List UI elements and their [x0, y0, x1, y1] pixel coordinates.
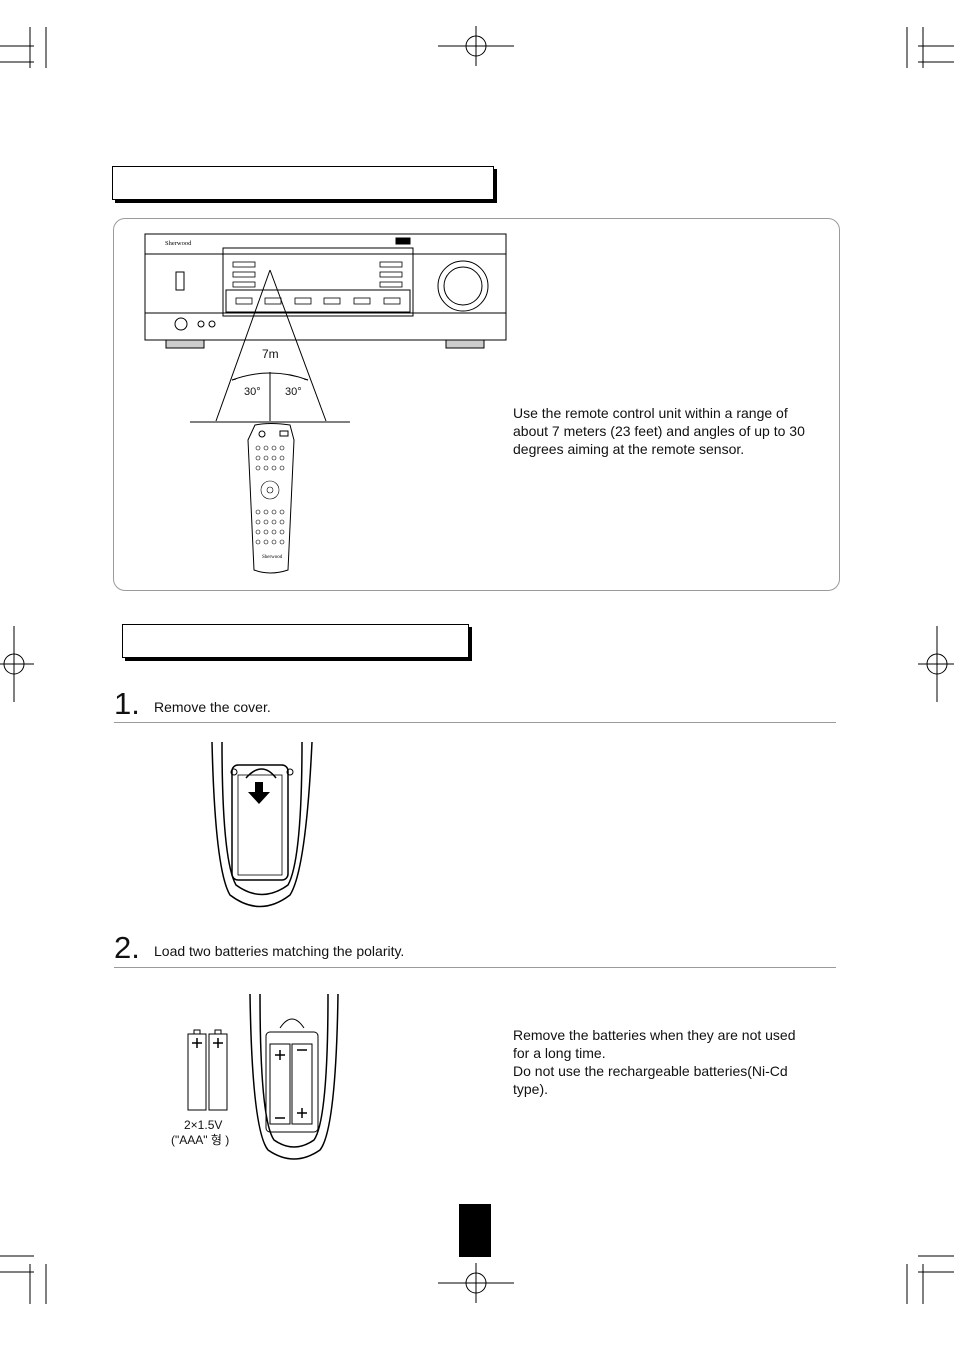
range-distance-label: 7m	[262, 347, 279, 361]
step-2-number: 2.	[114, 930, 140, 965]
battery-note-1: Remove the batteries when they are not u…	[513, 1027, 796, 1061]
range-note: Use the remote control unit within a ran…	[513, 405, 805, 457]
page-tab-block	[459, 1204, 491, 1257]
battery-spec-line1: 2×1.5V	[184, 1118, 223, 1132]
slide-arrow-icon	[248, 782, 270, 804]
remote-control-illustration: Sherwood	[247, 423, 295, 574]
step-1-number: 1.	[114, 686, 140, 721]
operating-range-panel	[113, 218, 840, 591]
receiver-illustration: Sherwood	[144, 233, 507, 423]
step-2-text: Load two batteries matching the polarity…	[154, 943, 405, 959]
section-heading-box-1	[112, 166, 494, 200]
angle-left-label: 30°	[244, 386, 261, 398]
battery-spec-line2: ("AAA" 형 )	[171, 1133, 230, 1147]
remove-cover-illustration	[211, 741, 313, 908]
step-1-text: Remove the cover.	[154, 699, 271, 715]
battery-illustration	[187, 993, 339, 1160]
battery-note-2: Do not use the rechargeable batteries(Ni…	[513, 1063, 788, 1097]
remote-brand: Sherwood	[262, 555, 283, 560]
section-heading-box-2	[122, 624, 469, 658]
receiver-brand: Sherwood	[165, 240, 192, 247]
angle-right-label: 30°	[285, 386, 302, 398]
step-1-rule	[114, 722, 836, 723]
step-2-rule	[114, 967, 836, 968]
